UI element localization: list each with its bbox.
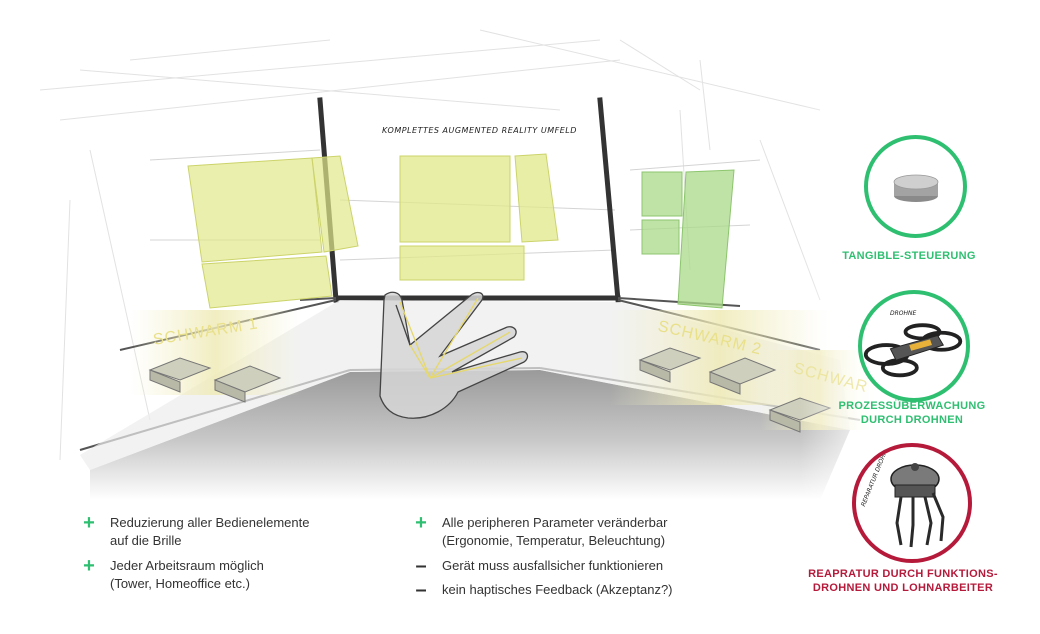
item-text-line1: Jeder Arbeitsraum möglich: [110, 558, 264, 573]
drone-monitoring-label-line1: PROZESSÜBERWACHUNG: [838, 400, 986, 412]
repair-caption: REAPRATUR DURCH FUNKTIONS- DROHNEN UND L…: [783, 567, 1023, 595]
item-text-line1: Reduzierung aller Bedienelemente: [110, 515, 310, 530]
tangible-control-caption: TANGIBLE-STEUERUNG: [789, 249, 1029, 263]
plus-icon: +: [83, 555, 95, 577]
ar-panels-right: [641, 169, 735, 309]
item-text-line2: (Tower, Homeoffice etc.): [110, 576, 250, 591]
list-item: + Jeder Arbeitsraum möglich (Tower, Home…: [80, 555, 400, 593]
quadcopter-drone-icon: [863, 323, 963, 378]
pros-cons-right: + Alle peripheren Parameter veränderbar …: [412, 512, 752, 601]
item-text-line2: auf die Brille: [110, 533, 182, 548]
ar-environment-label: Komplettes Augmented Reality Umfeld: [382, 126, 577, 135]
item-text-line1: kein haptisches Feedback (Akzeptanz?): [442, 582, 673, 597]
minus-icon: –: [415, 555, 427, 577]
minus-icon: –: [415, 579, 427, 601]
tangible-puck-icon: [893, 174, 938, 202]
scene-sketch: [39, 0, 880, 500]
item-text-line1: Gerät muss ausfallsicher funktionieren: [442, 558, 664, 573]
background-sketch: [39, 29, 821, 461]
tangible-control-circle: [864, 135, 967, 238]
drone-monitoring-caption: PROZESSÜBERWACHUNG DURCH DROHNEN: [792, 399, 1032, 427]
plus-icon: +: [83, 512, 95, 534]
list-item: + Reduzierung aller Bedienelemente auf d…: [80, 512, 400, 550]
list-item: + Alle peripheren Parameter veränderbar …: [412, 512, 752, 550]
hand-gesture-icon: [379, 291, 529, 419]
list-item: – Gerät muss ausfallsicher funktionieren: [412, 555, 752, 577]
plus-icon: +: [415, 512, 427, 534]
ar-panels-center: [399, 153, 559, 281]
ar-workspace-scene: Komplettes Augmented Reality Umfeld SCHW…: [39, 0, 880, 500]
repair-label-line1: REAPRATUR DURCH FUNKTIONS-: [808, 568, 998, 580]
item-text-line1: Alle peripheren Parameter veränderbar: [442, 515, 668, 530]
repair-drone-icon: [890, 463, 945, 548]
repair-label-line2: DROHNEN UND LOHNARBEITER: [812, 582, 994, 594]
pros-cons-left: + Reduzierung aller Bedienelemente auf d…: [80, 512, 400, 593]
item-text-line2: (Ergonomie, Temperatur, Beleuchtung): [442, 533, 666, 548]
repair-drone-circle: REPARATUR DROHNE: [852, 443, 972, 563]
ar-panels-left: [187, 155, 359, 309]
list-item: – kein haptisches Feedback (Akzeptanz?): [412, 579, 752, 601]
swarm-robots: [148, 347, 832, 433]
gesture-rays: [399, 297, 523, 379]
drone-monitoring-label-line2: DURCH DROHNEN: [860, 414, 964, 426]
tangible-control-label: TANGIBLE-STEUERUNG: [842, 250, 976, 262]
drone-badge: DROHNE: [890, 310, 917, 317]
drone-monitoring-circle: DROHNE: [858, 290, 970, 402]
